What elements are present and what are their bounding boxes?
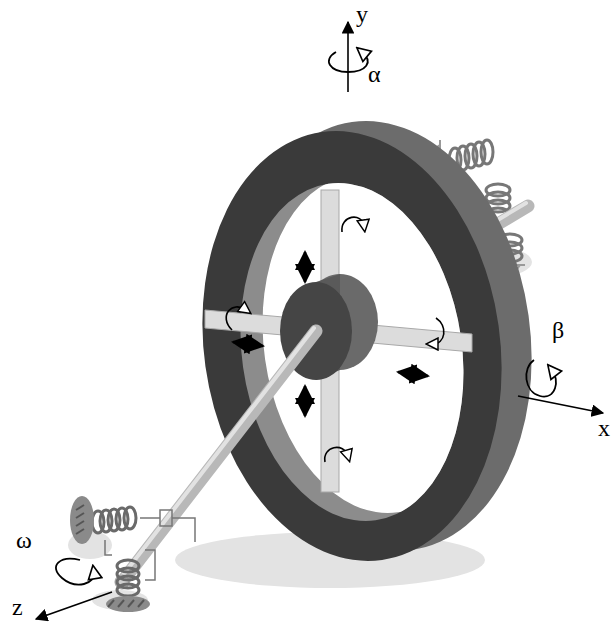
ground-hatch bbox=[76, 505, 144, 607]
illustration-part bbox=[481, 140, 493, 164]
axis-label: β bbox=[552, 318, 564, 342]
illustration-part bbox=[329, 52, 368, 72]
illustration-part bbox=[138, 600, 144, 607]
shaft-highlight bbox=[120, 328, 314, 579]
axis-label: z bbox=[12, 595, 23, 619]
axis-label: α bbox=[368, 62, 381, 86]
illustration-part bbox=[76, 529, 84, 534]
illustration-part bbox=[106, 596, 150, 612]
illustration-part bbox=[105, 540, 112, 555]
illustration-part bbox=[398, 372, 428, 376]
axis-arrow bbox=[36, 22, 603, 619]
shaft bbox=[122, 331, 316, 582]
translation-arrow bbox=[233, 252, 428, 416]
illustration-part bbox=[325, 447, 348, 462]
illustration-part bbox=[76, 505, 84, 510]
illustration-part bbox=[526, 360, 556, 397]
illustration-part bbox=[108, 600, 114, 607]
illustration-part bbox=[56, 559, 94, 585]
axis-label: x bbox=[598, 416, 610, 440]
illustration-part bbox=[145, 550, 155, 580]
illustration-part bbox=[118, 600, 124, 607]
damper bbox=[105, 510, 195, 580]
illustration-part bbox=[76, 513, 84, 518]
illustration-part bbox=[117, 584, 139, 596]
illustration-part bbox=[70, 496, 94, 544]
illustration-part bbox=[304, 386, 307, 416]
illustration-part bbox=[432, 318, 444, 344]
illustration-part bbox=[76, 521, 84, 526]
illustration-part bbox=[36, 592, 112, 619]
illustration-part bbox=[233, 342, 263, 346]
axis-label: ω bbox=[16, 528, 32, 552]
rim-front bbox=[175, 112, 528, 581]
front-spring bbox=[92, 507, 139, 596]
illustration-part bbox=[128, 600, 134, 607]
ground-hatch bbox=[70, 496, 150, 612]
illustration-part bbox=[304, 252, 307, 282]
illustration-part bbox=[140, 510, 172, 526]
illustration-part bbox=[347, 22, 349, 92]
illustration-part bbox=[518, 396, 603, 413]
rotation-arrow bbox=[226, 217, 444, 462]
axis-label: y bbox=[356, 2, 368, 26]
axis-rotation-arrow bbox=[56, 52, 556, 585]
illustration-part bbox=[172, 518, 195, 542]
illustration-part bbox=[226, 307, 246, 330]
illustration-part bbox=[124, 507, 136, 529]
illustration-part bbox=[342, 217, 364, 232]
